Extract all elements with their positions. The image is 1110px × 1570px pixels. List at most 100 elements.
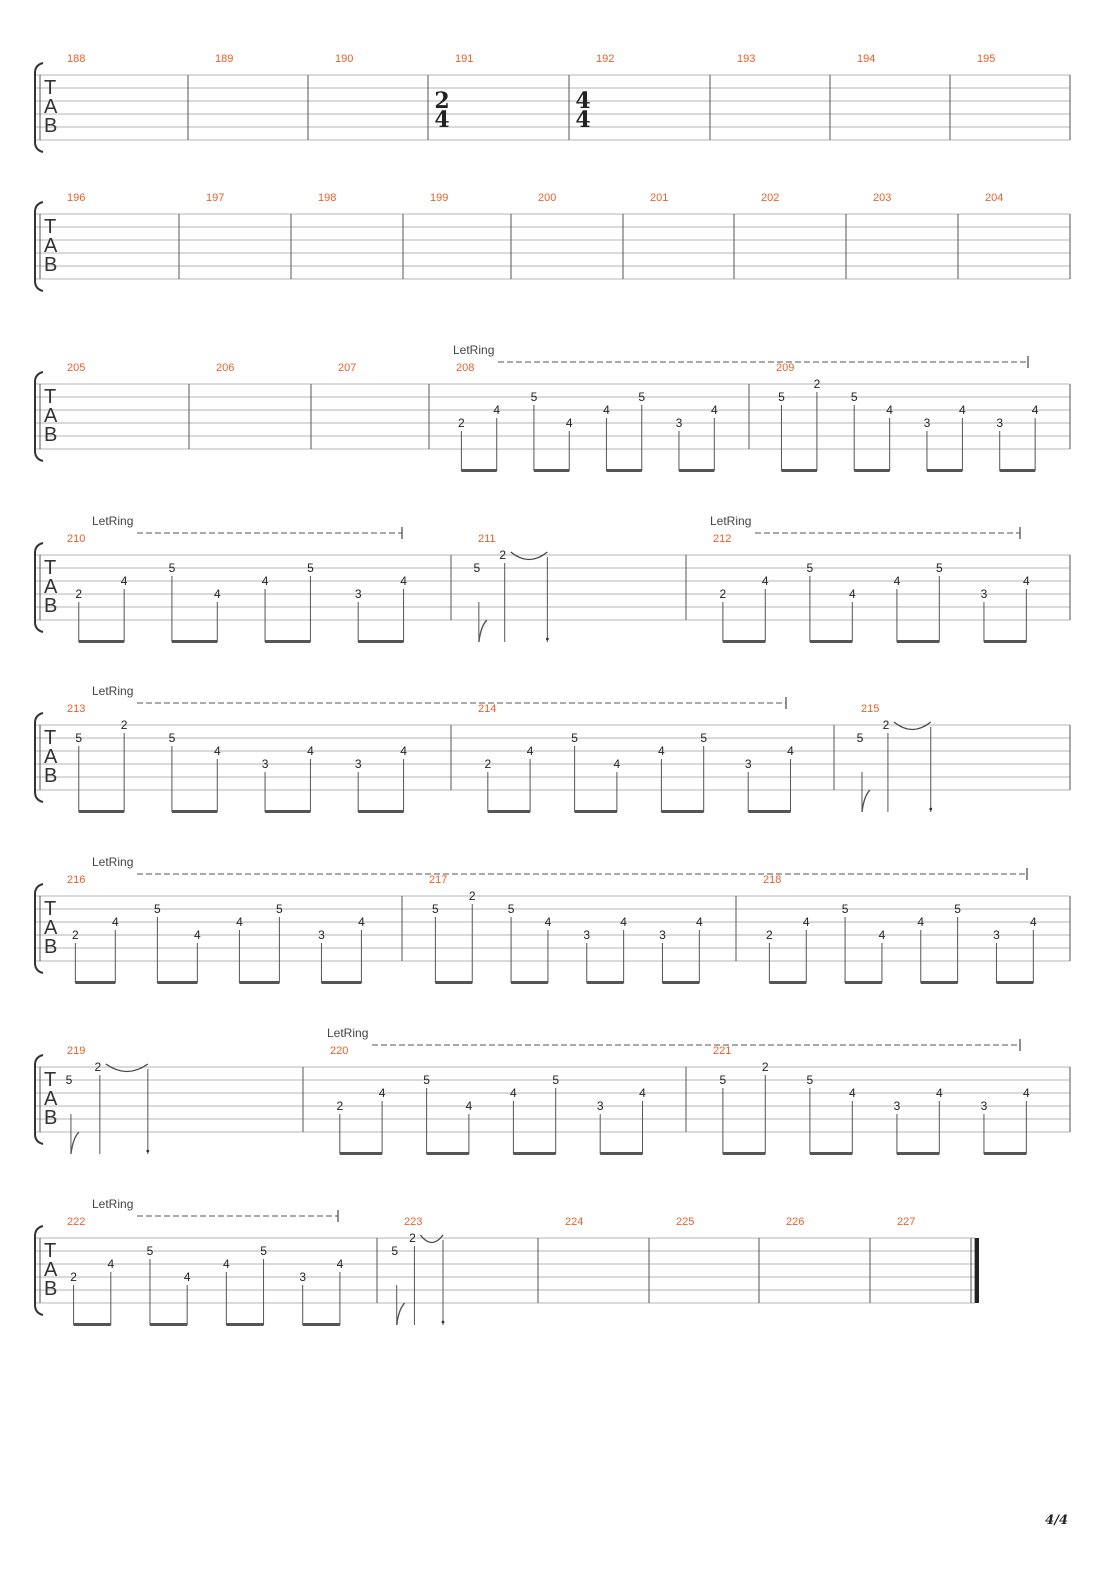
fret-number: 4 xyxy=(639,1086,646,1100)
beam xyxy=(265,810,311,813)
fret-number: 2 xyxy=(814,377,821,391)
fret-number: 3 xyxy=(318,928,325,942)
fret-number: 3 xyxy=(299,1270,306,1284)
fret-number: 4 xyxy=(566,416,573,430)
measure-number: 223 xyxy=(404,1216,422,1228)
tab-clef-letter: A xyxy=(44,235,58,257)
fret-number: 2 xyxy=(469,889,476,903)
fret-number: 4 xyxy=(337,1257,344,1271)
fret-number: 4 xyxy=(214,744,221,758)
fret-number: 5 xyxy=(638,390,645,404)
beam xyxy=(661,810,704,813)
fret-number: 4 xyxy=(112,915,119,929)
system-bracket xyxy=(34,542,44,633)
beam xyxy=(999,469,1036,472)
page-indicator: 4/4 xyxy=(1045,1513,1068,1528)
let-ring-label: LetRing xyxy=(92,1197,133,1211)
system-bracket xyxy=(34,883,44,974)
beam xyxy=(574,810,617,813)
fret-number: 4 xyxy=(358,915,365,929)
fret-number: 3 xyxy=(745,757,752,771)
beam xyxy=(678,469,715,472)
fret-number: 3 xyxy=(583,928,590,942)
tab-clef-letter: A xyxy=(44,405,58,427)
beam xyxy=(75,981,116,984)
beam xyxy=(809,1152,853,1155)
beam xyxy=(487,810,531,813)
fret-number: 5 xyxy=(423,1073,430,1087)
tie xyxy=(893,721,932,731)
beam xyxy=(461,469,497,472)
note-flag xyxy=(70,1131,80,1155)
fret-number: 4 xyxy=(696,915,703,929)
measure-number: 196 xyxy=(67,192,85,204)
fret-number: 4 xyxy=(917,915,924,929)
fret-number: 5 xyxy=(778,390,785,404)
fret-number: 4 xyxy=(510,1086,517,1100)
measure-number: 194 xyxy=(857,53,875,65)
tab-clef-letter: B xyxy=(44,424,57,446)
beam xyxy=(78,640,125,643)
tab-clef-letter: B xyxy=(44,1278,57,1300)
system-bracket xyxy=(34,371,44,462)
fret-number: 2 xyxy=(499,548,506,562)
measure-number: 201 xyxy=(650,192,668,204)
measure-number: 221 xyxy=(713,1045,731,1057)
system-bracket xyxy=(34,1225,44,1316)
fret-number: 4 xyxy=(886,403,893,417)
fret-number: 4 xyxy=(400,744,407,758)
tab-clef-letter: B xyxy=(44,115,57,137)
measure-number: 219 xyxy=(67,1045,85,1057)
fret-number: 5 xyxy=(276,902,283,916)
beam xyxy=(983,1152,1027,1155)
fret-number: 3 xyxy=(981,587,988,601)
fret-number: 4 xyxy=(194,928,201,942)
measure-number: 191 xyxy=(455,53,473,65)
measure-number: 215 xyxy=(861,703,879,715)
fret-number: 5 xyxy=(154,902,161,916)
fret-number: 2 xyxy=(766,928,773,942)
measure-number: 211 xyxy=(478,533,496,545)
dot xyxy=(929,807,933,811)
note-flag xyxy=(396,1302,406,1326)
beam xyxy=(809,640,853,643)
time-signature-numerator: 4 xyxy=(575,88,590,114)
fret-number: 4 xyxy=(379,1086,386,1100)
measure-number: 209 xyxy=(776,362,794,374)
fret-number: 5 xyxy=(842,902,849,916)
tie xyxy=(510,551,548,561)
tab-clef-letter: B xyxy=(44,254,57,276)
beam xyxy=(600,1152,643,1155)
fret-number: 3 xyxy=(659,928,666,942)
system-bracket xyxy=(34,1054,44,1145)
tab-clef-letter: T xyxy=(44,898,56,920)
tab-clef-letter: B xyxy=(44,765,57,787)
fret-number: 3 xyxy=(676,416,683,430)
tab-clef-letter: T xyxy=(44,77,56,99)
beam xyxy=(896,1152,940,1155)
fret-number: 4 xyxy=(959,403,966,417)
beam xyxy=(996,981,1034,984)
fret-number: 5 xyxy=(75,731,82,745)
fret-number: 4 xyxy=(493,403,500,417)
beam xyxy=(511,981,548,984)
fret-number: 4 xyxy=(849,587,856,601)
fret-number: 2 xyxy=(409,1231,416,1245)
fret-number: 2 xyxy=(121,718,128,732)
fret-number: 3 xyxy=(894,1099,901,1113)
fret-number: 4 xyxy=(400,574,407,588)
fret-number: 4 xyxy=(1023,1086,1030,1100)
measure-number: 193 xyxy=(737,53,755,65)
fret-number: 3 xyxy=(355,587,362,601)
note-flag xyxy=(861,789,871,813)
fret-number: 3 xyxy=(993,928,1000,942)
beam xyxy=(239,981,280,984)
measure-number: 197 xyxy=(206,192,224,204)
fret-number: 4 xyxy=(803,915,810,929)
measure-number: 213 xyxy=(67,703,85,715)
fret-number: 4 xyxy=(527,744,534,758)
fret-number: 4 xyxy=(787,744,794,758)
fret-number: 5 xyxy=(432,902,439,916)
